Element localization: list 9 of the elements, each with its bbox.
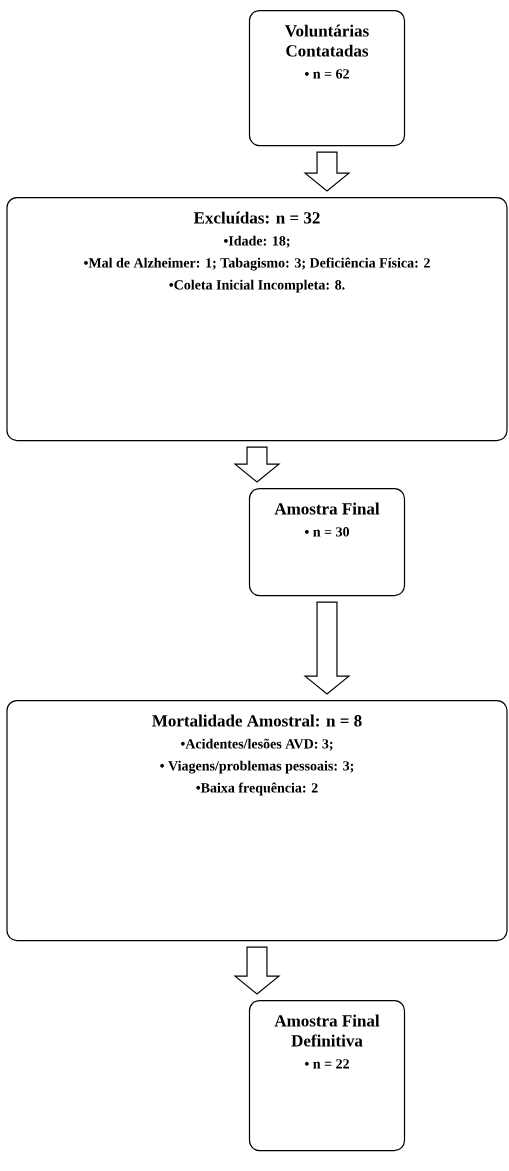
process-box: Amostra Final • n = 30 — [248, 488, 406, 597]
process-box: Voluntárias Contatadas • n = 62 — [248, 10, 406, 147]
block-arrow — [303, 151, 351, 192]
block-arrow — [303, 601, 351, 695]
process-box: Amostra Final Definitiva • n = 22 — [248, 1000, 406, 1152]
block-arrow — [233, 946, 281, 995]
process-box: Excluídas: n = 32 •Idade: 18; •Mal de Alzheimer: 1; Tabagismo: 3; Deficiência Física: 2 •Coleta Inicial Incompleta: 8. — [6, 197, 508, 442]
block-arrow — [233, 446, 281, 483]
process-box: Mortalidade Amostral: n = 8 •Acidentes/lesões AVD: 3; • Viagens/problemas pessoais: 3; •Baixa frequência: 2 — [6, 700, 508, 942]
